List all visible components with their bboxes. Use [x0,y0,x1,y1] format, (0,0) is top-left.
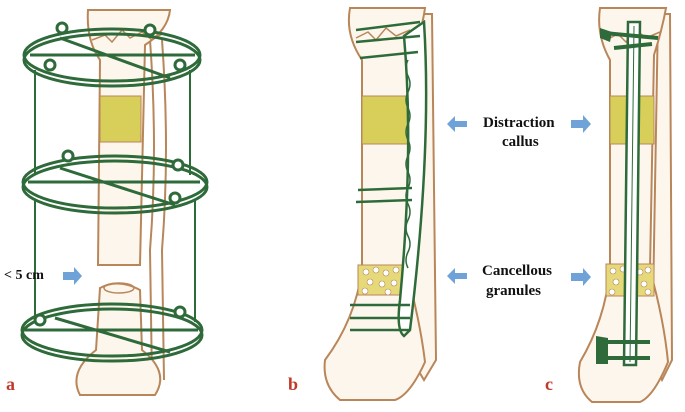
distraction-label-line2: callus [502,134,539,150]
panel-label-a: a [6,374,15,394]
cancellous-label-line1: Cancellous [482,263,552,279]
fixator-ring-top [22,21,202,88]
panel-label-c: c [545,374,553,394]
gap-label: < 5 cm [4,268,44,283]
gap-arrow [63,267,82,285]
panel-label-b: b [288,374,298,394]
tibia-distal-a [75,282,162,396]
fixator-ring-middle [21,149,209,215]
distraction-callus-b [361,95,409,145]
annotation-cancellous-granules: Cancellous granules [447,263,591,299]
arrow-cancellous-right [571,268,591,286]
granule-dots-c [608,265,652,296]
granule-dots-b [361,266,400,296]
fixator-rods-a [34,70,196,322]
arrow-distraction-right [571,115,591,133]
docking-site-a [103,282,135,294]
cancellous-label-line2: granules [486,283,541,299]
screws-b [350,20,421,332]
screw-heads-c [596,28,612,364]
panel-b: b [288,7,438,401]
panel-c: c [545,7,674,403]
plate-wave-b [405,59,411,269]
distraction-callus-a [99,95,142,143]
arrow-distraction-left [447,116,467,132]
fibula-a [148,39,167,381]
annotation-distraction-callus: Distraction callus [447,115,591,150]
panel-a: < 5 cm a [4,9,209,396]
locking-screws-c [600,31,659,360]
fixator-ring-bottom [20,302,204,363]
nail-centerline [629,25,635,363]
fracture-line-b [355,26,411,42]
distraction-label-line1: Distraction [483,115,555,131]
arrow-cancellous-left [447,268,467,284]
